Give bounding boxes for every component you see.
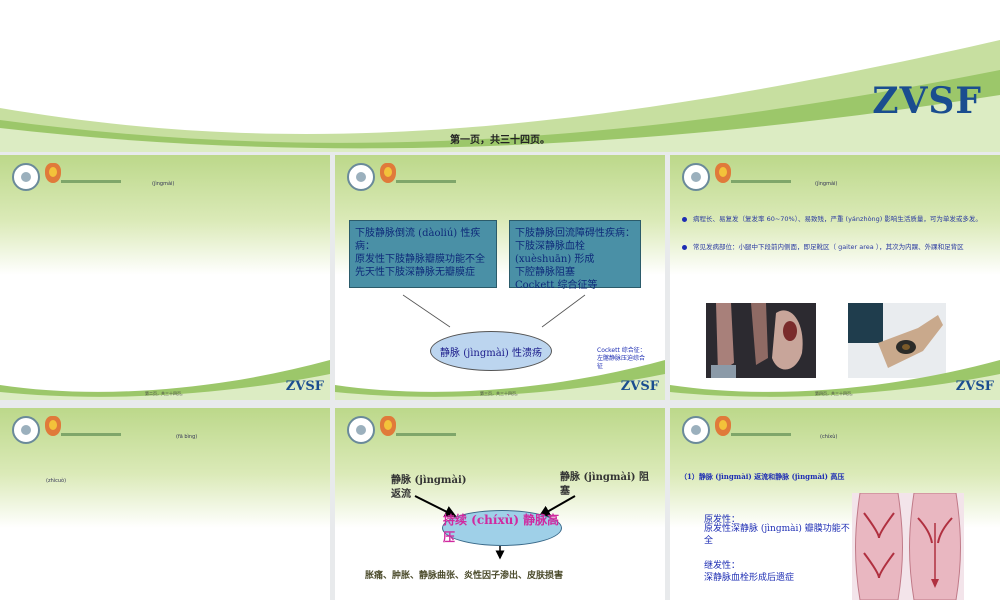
- university-seal-icon: [682, 163, 710, 191]
- slide-thumbnail-6[interactable]: 静脉 (jìngmài) 返流 静脉 (jìngmài) 阻 塞 持续 (chí…: [335, 408, 665, 600]
- label-line: 静脉 (jìngmài): [391, 475, 467, 486]
- cockett-note: Cockett 综合征： 左髂静脉压迫综合 征: [597, 347, 646, 371]
- venous-hypertension-oval: 持续 (chíxù) 静脉高压: [442, 510, 562, 546]
- note-line: 左髂静脉压迫综合: [597, 355, 646, 362]
- label-line: 静脉 (jìngmài) 阻: [560, 472, 649, 483]
- leg-ulcer-photo-right: [848, 303, 946, 378]
- slide-title-tag: (chíxù): [820, 434, 838, 440]
- box-line: 下肢静脉倒流 (dàoliú) 性疾病：: [355, 228, 481, 252]
- box-line: 下肢深静脉血栓 (xuèshuān) 形成: [515, 241, 595, 265]
- hospital-logo-icon: [715, 163, 731, 183]
- symptoms-text: 胀痛、肿胀、静脉曲张、炎性因子渗出、皮肤损害: [365, 571, 564, 581]
- bullet-icon: [682, 244, 687, 250]
- arrows: [402, 294, 586, 328]
- footer-swoosh: [0, 360, 330, 400]
- slide-thumbnail-4[interactable]: (jìngmài) 病程长、易复发（复发率 60~70%）、易致残，严重 (yá…: [670, 155, 1000, 400]
- box-line: 先天性下肢深静脉无瓣膜症: [355, 267, 475, 278]
- page-label: 第一页，共三十四页。: [450, 135, 550, 146]
- obstruction-label: 静脉 (jìngmài) 阻 塞: [560, 471, 649, 499]
- primary-body: 原发性深静脉 (jìngmài) 瓣膜功能不 全: [704, 523, 854, 547]
- university-seal-icon: [347, 416, 375, 444]
- leg-ulcer-photo-left: [706, 303, 816, 378]
- hospital-logo-icon: [380, 163, 396, 183]
- slide-thumbnail-2[interactable]: (jìngmài) ZVSF 第二页，共三十四页。: [0, 155, 330, 400]
- footer-swoosh: [335, 360, 665, 400]
- venous-ulcer-oval: 静脉 (jìngmài) 性溃疡: [430, 331, 552, 371]
- vein-valve-illustration: [852, 493, 964, 600]
- box-line: Cockett 综合征等: [515, 280, 598, 291]
- body-line: 原发性深静脉 (jìngmài) 瓣膜功能不: [704, 524, 850, 534]
- hospital-logo-icon: [45, 163, 61, 183]
- label-line: 塞: [560, 486, 570, 497]
- box-line: 下腔静脉阻塞: [515, 267, 575, 278]
- primary-title: 原发性：: [704, 515, 741, 525]
- banner-swoosh: [0, 40, 1000, 152]
- secondary-body: 深静脉血栓形成后遗症: [704, 573, 795, 583]
- logo-caption: [731, 433, 791, 436]
- box-line: 下肢静脉回流障碍性疾病：: [515, 228, 635, 239]
- label-line: 返流: [391, 489, 411, 500]
- hospital-logo-icon: [45, 416, 61, 436]
- university-seal-icon: [12, 163, 40, 191]
- logo-caption: [731, 180, 791, 183]
- reflux-label: 静脉 (jìngmài) 返流: [391, 474, 466, 502]
- footer-swoosh: [670, 360, 1000, 400]
- bullet-icon: [682, 216, 687, 222]
- logo-caption: [396, 433, 456, 436]
- logo-caption: [61, 433, 121, 436]
- note-line: 征: [597, 363, 604, 370]
- section-heading: （1）静脉 (jìngmài) 返流和静脉 (jìngmài) 高压: [680, 472, 845, 481]
- slide-title-tag: (jìngmài): [815, 181, 838, 187]
- note-line: Cockett 综合征：: [597, 347, 646, 354]
- bullet-item: 常见发病部位：小腿中下段前内侧面，即足靴区（ gaiter area ），其次为…: [682, 241, 982, 253]
- slide-thumbnail-7[interactable]: (chíxù) （1）静脉 (jìngmài) 返流和静脉 (jìngmài) …: [670, 408, 1000, 600]
- slide-sub-tag: (zhìcuò): [46, 478, 67, 484]
- title-banner: ZVSF 第一页，共三十四页。: [0, 0, 1000, 152]
- bullet-text: 病程长、易复发（复发率 60~70%）、易致残，严重 (yánzhòng) 影响…: [693, 215, 982, 223]
- logo-caption: [396, 180, 456, 183]
- slide-brand: ZVSF: [285, 379, 324, 394]
- slide-thumbnail-5[interactable]: (fā bìng) (zhìcuò): [0, 408, 330, 600]
- box-line: 原发性下肢静脉瓣膜功能不全: [355, 254, 485, 265]
- bullet-text: 常见发病部位：小腿中下段前内侧面，即足靴区（ gaiter area ），其次为…: [693, 243, 964, 251]
- slide-title-tag: (jìngmài): [152, 181, 175, 187]
- slide-brand: ZVSF: [955, 379, 994, 394]
- brand-logo-text: ZVSF: [872, 80, 982, 122]
- slide-title-tag: (fā bìng): [176, 434, 198, 440]
- obstruction-disease-box: 下肢静脉回流障碍性疾病： 下肢深静脉血栓 (xuèshuān) 形成 下腔静脉阻…: [509, 220, 641, 291]
- hospital-logo-icon: [715, 416, 731, 436]
- slide-brand: ZVSF: [620, 379, 659, 394]
- hospital-logo-icon: [380, 416, 396, 436]
- university-seal-icon: [12, 416, 40, 444]
- logo-caption: [61, 180, 121, 183]
- reflux-disease-box: 下肢静脉倒流 (dàoliú) 性疾病： 原发性下肢静脉瓣膜功能不全 先天性下肢…: [349, 220, 497, 288]
- university-seal-icon: [347, 163, 375, 191]
- slide-footer: 第二页，共三十四页。: [145, 391, 185, 396]
- slide-footer: 第三页，共三十四页。: [480, 391, 520, 396]
- slide-footer: 第四页，共三十四页。: [815, 391, 855, 396]
- university-seal-icon: [682, 416, 710, 444]
- body-line: 全: [704, 536, 714, 546]
- bullet-item: 病程长、易复发（复发率 60~70%）、易致残，严重 (yánzhòng) 影响…: [682, 213, 982, 225]
- slide-thumbnail-3[interactable]: 下肢静脉倒流 (dàoliú) 性疾病： 原发性下肢静脉瓣膜功能不全 先天性下肢…: [335, 155, 665, 400]
- secondary-title: 继发性：: [704, 561, 741, 571]
